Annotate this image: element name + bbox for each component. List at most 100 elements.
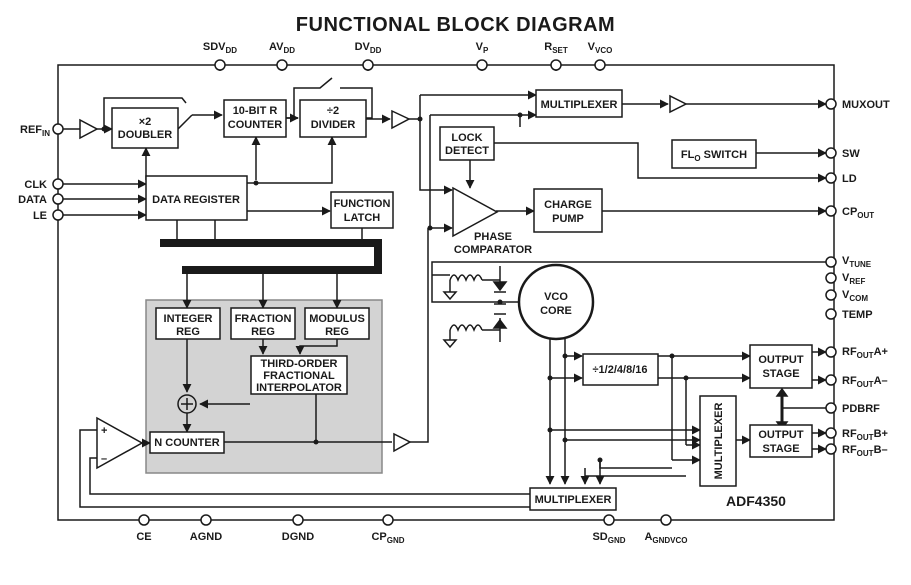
output-stage-a-block <box>749 344 813 389</box>
label-sw: SW <box>842 148 860 160</box>
phase-comparator-label-2: COMPARATOR <box>454 244 532 256</box>
charge-pump-label-1: CHARGE <box>544 199 592 211</box>
sigma-delta-opamp <box>96 416 144 470</box>
r-counter-label-1: 10-BIT R <box>233 105 278 117</box>
label-vref: VREF <box>842 272 865 286</box>
vco-core <box>517 263 595 341</box>
pin-sw <box>825 147 837 159</box>
pin-muxout <box>825 98 837 110</box>
pin-agndvco <box>660 514 672 526</box>
label-vcom: VCOM <box>842 289 868 303</box>
pin-vp <box>476 59 488 71</box>
label-cpgnd: CPGND <box>371 531 404 545</box>
pin-refin <box>52 123 64 135</box>
vco-core-label-1: VCO <box>544 291 568 303</box>
label-clk: CLK <box>24 179 47 191</box>
output-stage-a-label-2: STAGE <box>762 368 799 380</box>
n-counter-block <box>149 431 225 454</box>
register-bus <box>160 239 382 274</box>
pin-rset <box>550 59 562 71</box>
label-rfouta-minus: RFOUTA– <box>842 375 888 389</box>
diagram-title: FUNCTIONAL BLOCK DIAGRAM <box>295 14 616 36</box>
label-vp: VP <box>476 41 489 55</box>
pin-cpout <box>825 205 837 217</box>
pin-pdbrf <box>825 402 837 414</box>
phase-comparator-label-1: PHASE <box>474 231 512 243</box>
mux-bottom-block <box>529 487 617 511</box>
modulus-reg-label-1: MODULUS <box>309 313 365 325</box>
interpolator-label-3: INTERPOLATOR <box>256 382 342 394</box>
modulus-reg-block <box>304 307 370 340</box>
pin-agnd <box>200 514 212 526</box>
r-counter-block <box>223 99 287 138</box>
label-ld: LD <box>842 173 857 185</box>
divider-block <box>299 99 367 138</box>
fraction-reg-label-1: FRACTION <box>235 313 292 325</box>
modulus-reg-label-2: REG <box>325 326 349 338</box>
mux-top-block <box>535 89 623 118</box>
pin-temp <box>825 308 837 320</box>
muxout-buffer <box>669 94 688 114</box>
function-latch-block <box>330 191 394 229</box>
r-counter-label-2: COUNTER <box>228 119 282 131</box>
output-stage-b-block <box>749 424 813 458</box>
charge-pump-block <box>533 188 603 233</box>
divider-label-1: ÷2 <box>327 105 339 117</box>
output-stage-b-label-2: STAGE <box>762 443 799 455</box>
function-latch-label-2: LATCH <box>344 212 381 224</box>
mux-top-label: MULTIPLEXER <box>541 99 618 111</box>
mux-vertical-label: MULTIPLEXER <box>713 403 725 480</box>
pin-rfoutb-plus <box>825 427 837 439</box>
divider-chain-label: ÷1/2/4/8/16 <box>593 364 648 376</box>
output-stage-b-label-1: OUTPUT <box>758 429 804 441</box>
label-dvdd: DVDD <box>355 41 382 55</box>
ref-buffer <box>79 118 99 140</box>
pin-cpgnd <box>382 514 394 526</box>
label-cpout: CPOUT <box>842 206 874 220</box>
mux-vertical-block <box>699 395 737 487</box>
pin-vref <box>825 272 837 284</box>
pin-clk <box>52 178 64 190</box>
output-stage-a-label-1: OUTPUT <box>758 354 804 366</box>
chip-name: ADF4350 <box>726 493 786 509</box>
phase-comparator-block <box>452 186 499 238</box>
data-register-label: DATA REGISTER <box>152 194 240 206</box>
pin-rfouta-minus <box>825 374 837 386</box>
pin-vtune <box>825 256 837 268</box>
label-pdbrf: PDBRF <box>842 403 880 415</box>
pin-vvco <box>594 59 606 71</box>
fraction-reg-label-2: REG <box>251 326 275 338</box>
lock-detect-label-1: LOCK <box>451 132 482 144</box>
label-vtune: VTUNE <box>842 255 872 269</box>
doubler-label-1: ×2 <box>139 116 152 128</box>
fraction-reg-block <box>230 307 296 340</box>
lock-detect-block <box>439 126 495 161</box>
label-temp: TEMP <box>842 309 873 321</box>
interpolator-label-2: FRACTIONAL <box>263 370 335 382</box>
opamp-plus-sign: + <box>101 425 107 437</box>
pin-data <box>52 193 64 205</box>
label-agnd: AGND <box>190 531 222 543</box>
data-register-block <box>145 175 248 221</box>
label-avdd: AVDD <box>269 41 295 55</box>
pin-sdvdd <box>214 59 226 71</box>
pin-avdd <box>276 59 288 71</box>
pin-dgnd <box>292 514 304 526</box>
label-le: LE <box>33 210 47 222</box>
pin-rfouta-plus <box>825 346 837 358</box>
doubler-label-2: DOUBLER <box>118 129 172 141</box>
label-dgnd: DGND <box>282 531 314 543</box>
label-rfouta-plus: RFOUTA+ <box>842 346 888 360</box>
integer-reg-label-2: REG <box>176 326 200 338</box>
pin-rfoutb-minus <box>825 443 837 455</box>
label-sdgnd: SDGND <box>592 531 625 545</box>
lock-detect-label-2: DETECT <box>445 145 489 157</box>
label-rfoutb-minus: RFOUTB– <box>842 444 888 458</box>
label-sdvdd: SDVDD <box>203 41 237 55</box>
label-data: DATA <box>18 194 47 206</box>
function-latch-label-1: FUNCTION <box>334 198 391 210</box>
charge-pump-label-2: PUMP <box>552 213 584 225</box>
vco-core-label-2: CORE <box>540 305 572 317</box>
opamp-minus-sign: – <box>101 453 107 465</box>
